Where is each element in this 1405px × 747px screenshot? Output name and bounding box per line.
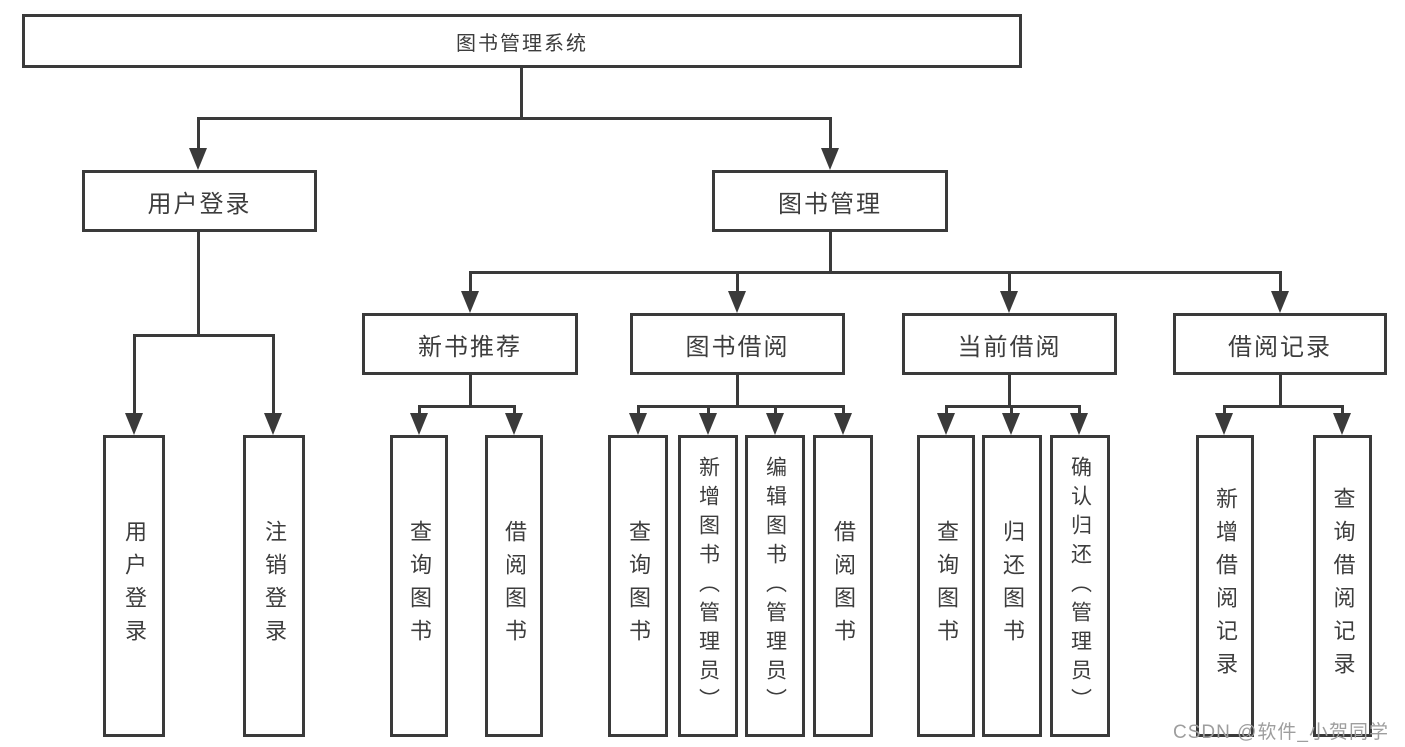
leaf-confirm-return: 确认归还（管理员） (1050, 435, 1110, 737)
leaf-query-book-c-label: 查询图书 (934, 520, 959, 652)
leaf-add-record: 新增借阅记录 (1196, 435, 1254, 737)
leaf-add-book-label: 新增图书（管理员） (696, 455, 720, 717)
connector-user-login-stem (197, 232, 200, 337)
node-book-mgmt: 图书管理 (712, 170, 948, 232)
leaf-query-book-a-label: 查询图书 (407, 520, 432, 652)
leaf-logout-label: 注销登录 (262, 520, 287, 652)
connector-drop-book-mgmt (829, 117, 832, 150)
leaf-return-book: 归还图书 (982, 435, 1042, 737)
arrow-to-book-mgmt (821, 148, 839, 170)
connector-drop-book-borrow (736, 271, 739, 293)
connector-current-borrow-stem (1008, 375, 1011, 408)
connector-book-borrow-bar (637, 405, 845, 408)
leaf-edit-book: 编辑图书（管理员） (745, 435, 805, 737)
arrow-to-add-record (1215, 413, 1233, 435)
leaf-return-book-label: 归还图书 (1000, 520, 1025, 652)
connector-new-book-rec-stem (469, 375, 472, 408)
connector-drop-confirm-return (1078, 405, 1081, 415)
arrow-to-query-record (1333, 413, 1351, 435)
arrow-to-query-book-c (937, 413, 955, 435)
connector-drop-query-book-a (418, 405, 421, 415)
connector-borrow-record-stem (1279, 375, 1282, 408)
connector-book-borrow-stem (736, 375, 739, 408)
leaf-query-book-c: 查询图书 (917, 435, 975, 737)
arrow-to-user-login (189, 148, 207, 170)
connector-drop-borrow-book-a (513, 405, 516, 415)
leaf-query-record-label: 查询借阅记录 (1330, 487, 1356, 685)
arrow-to-borrow-record (1271, 291, 1289, 313)
connector-book-mgmt-stem (829, 232, 832, 273)
connector-drop-leaf-logout (272, 334, 275, 415)
connector-drop-borrow-record (1279, 271, 1282, 293)
arrow-to-current-borrow (1000, 291, 1018, 313)
arrow-to-borrow-book-a (505, 413, 523, 435)
node-book-borrow: 图书借阅 (630, 313, 845, 375)
connector-borrow-record-bar (1223, 405, 1344, 408)
arrow-to-add-book (699, 413, 717, 435)
leaf-edit-book-label: 编辑图书（管理员） (763, 455, 787, 717)
node-root-label: 图书管理系统 (456, 32, 588, 55)
arrow-to-new-book-rec (461, 291, 479, 313)
connector-drop-new-book-rec (469, 271, 472, 293)
node-book-mgmt-label: 图书管理 (778, 190, 882, 218)
arrow-to-return-book (1002, 413, 1020, 435)
leaf-user-login-label: 用户登录 (122, 520, 147, 652)
arrow-to-confirm-return (1070, 413, 1088, 435)
node-borrow-record-label: 借阅记录 (1228, 333, 1332, 361)
leaf-borrow-book-a-label: 借阅图书 (502, 520, 527, 652)
node-borrow-record: 借阅记录 (1173, 313, 1387, 375)
arrow-to-book-borrow (728, 291, 746, 313)
watermark: CSDN @软件_小贺同学 (1173, 722, 1389, 743)
leaf-borrow-book-b: 借阅图书 (813, 435, 873, 737)
connector-root-stem (520, 68, 523, 119)
leaf-query-book-b: 查询图书 (608, 435, 668, 737)
arrow-to-leaf-logout (264, 413, 282, 435)
connector-drop-leaf-user-login (133, 334, 136, 415)
leaf-query-record: 查询借阅记录 (1313, 435, 1372, 737)
connector-drop-return-book (1010, 405, 1013, 415)
leaf-user-login: 用户登录 (103, 435, 165, 737)
arrow-to-query-book-b (629, 413, 647, 435)
leaf-add-record-label: 新增借阅记录 (1213, 487, 1238, 685)
node-user-login: 用户登录 (82, 170, 317, 232)
leaf-logout: 注销登录 (243, 435, 305, 737)
leaf-query-book-a: 查询图书 (390, 435, 448, 737)
node-root: 图书管理系统 (22, 14, 1022, 68)
leaf-confirm-return-label: 确认归还（管理员） (1068, 455, 1092, 717)
arrow-to-query-book-a (410, 413, 428, 435)
leaf-add-book: 新增图书（管理员） (678, 435, 738, 737)
connector-drop-query-record (1341, 405, 1344, 415)
arrow-to-edit-book (766, 413, 784, 435)
arrow-to-borrow-book-b (834, 413, 852, 435)
connector-book-mgmt-bar (469, 271, 1281, 274)
leaf-borrow-book-b-label: 借阅图书 (831, 520, 856, 652)
connector-drop-borrow-book-b (842, 405, 845, 415)
connector-drop-add-record (1223, 405, 1226, 415)
connector-new-book-rec-bar (418, 405, 516, 408)
connector-root-bar (197, 117, 831, 120)
connector-drop-user-login (197, 117, 200, 150)
node-current-borrow-label: 当前借阅 (957, 333, 1062, 361)
arrow-to-leaf-user-login (125, 413, 143, 435)
node-new-book-rec: 新书推荐 (362, 313, 578, 375)
connector-drop-current-borrow (1008, 271, 1011, 293)
leaf-borrow-book-a: 借阅图书 (485, 435, 543, 737)
connector-drop-query-book-b (637, 405, 640, 415)
connector-drop-query-book-c (945, 405, 948, 415)
connector-drop-add-book (707, 405, 710, 415)
leaf-query-book-b-label: 查询图书 (626, 520, 651, 652)
connector-current-borrow-bar (945, 405, 1081, 408)
connector-drop-edit-book (774, 405, 777, 415)
connector-user-login-bar (133, 334, 275, 337)
node-user-login-label: 用户登录 (147, 190, 252, 218)
node-new-book-rec-label: 新书推荐 (418, 333, 522, 361)
node-book-borrow-label: 图书借阅 (685, 333, 790, 361)
node-current-borrow: 当前借阅 (902, 313, 1117, 375)
